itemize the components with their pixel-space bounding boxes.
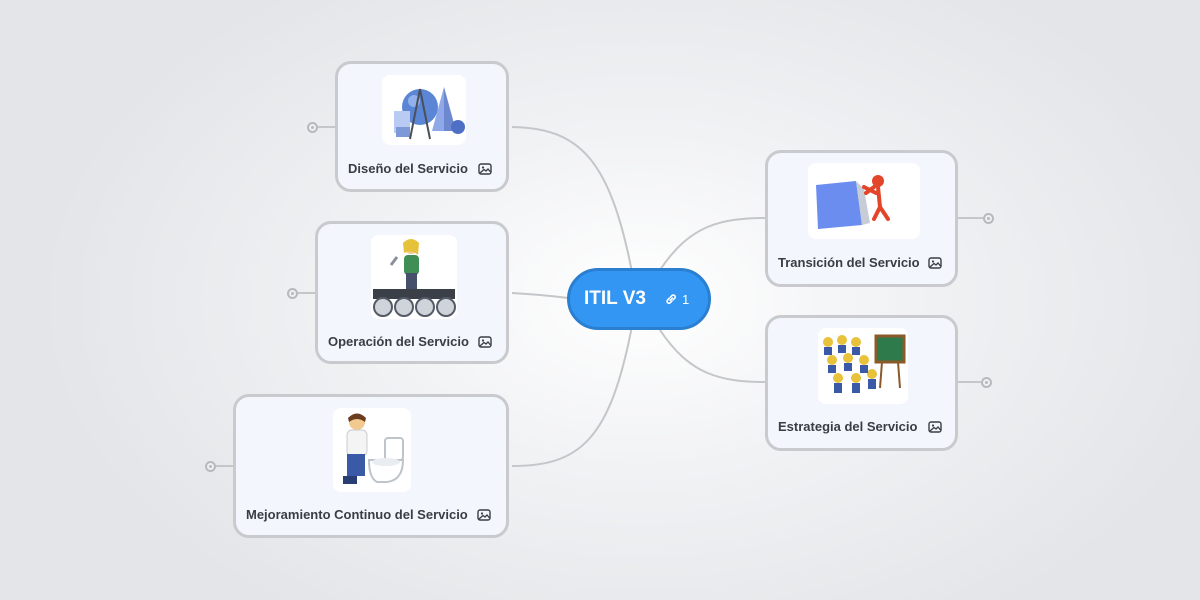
topic-transicion-del-servicio[interactable]: Transición del Servicio xyxy=(765,150,958,287)
image-icon[interactable] xyxy=(928,256,942,270)
collapse-handle-transicion[interactable] xyxy=(983,213,994,224)
link-count: 1 xyxy=(681,291,690,307)
topic-estrategia-del-servicio[interactable]: Estrategia del Servicio xyxy=(765,315,958,451)
image-icon[interactable] xyxy=(478,162,492,176)
topic-mejoramiento-continuo-del-servicio[interactable]: Mejoramiento Continuo del Servicio xyxy=(233,394,509,538)
collapse-handle-estrategia[interactable] xyxy=(981,377,992,388)
team-board-image xyxy=(818,328,908,404)
image-icon[interactable] xyxy=(477,508,491,522)
collapse-handle-operacion[interactable] xyxy=(287,288,298,299)
connector-transicion xyxy=(659,217,769,271)
collapse-handle-diseno[interactable] xyxy=(307,122,318,133)
central-topic-itil-v3[interactable]: ITIL V3 1 xyxy=(567,268,711,330)
connector-operacion xyxy=(511,292,569,299)
topic-label: Transición del Servicio xyxy=(778,255,920,270)
topic-label: Estrategia del Servicio xyxy=(778,419,918,434)
topic-label: Mejoramiento Continuo del Servicio xyxy=(246,507,468,522)
operator-conveyor-image xyxy=(371,235,457,319)
topic-operacion-del-servicio[interactable]: Operación del Servicio xyxy=(315,221,509,364)
central-topic-title: ITIL V3 xyxy=(584,288,646,309)
image-icon[interactable] xyxy=(928,420,942,434)
pushing-box-image xyxy=(808,163,920,239)
topic-diseno-del-servicio[interactable]: Diseño del Servicio xyxy=(335,61,509,192)
connector-diseno xyxy=(511,126,633,273)
design-tools-image xyxy=(382,75,466,145)
connector-estrategia xyxy=(659,329,769,383)
plumber-toilet-image xyxy=(333,408,411,492)
connector-mejoramiento xyxy=(511,325,633,467)
image-icon[interactable] xyxy=(478,335,492,349)
collapse-handle-mejoramiento[interactable] xyxy=(205,461,216,472)
topic-label: Diseño del Servicio xyxy=(348,161,468,176)
link-icon[interactable] xyxy=(664,292,678,306)
topic-label: Operación del Servicio xyxy=(328,334,469,349)
